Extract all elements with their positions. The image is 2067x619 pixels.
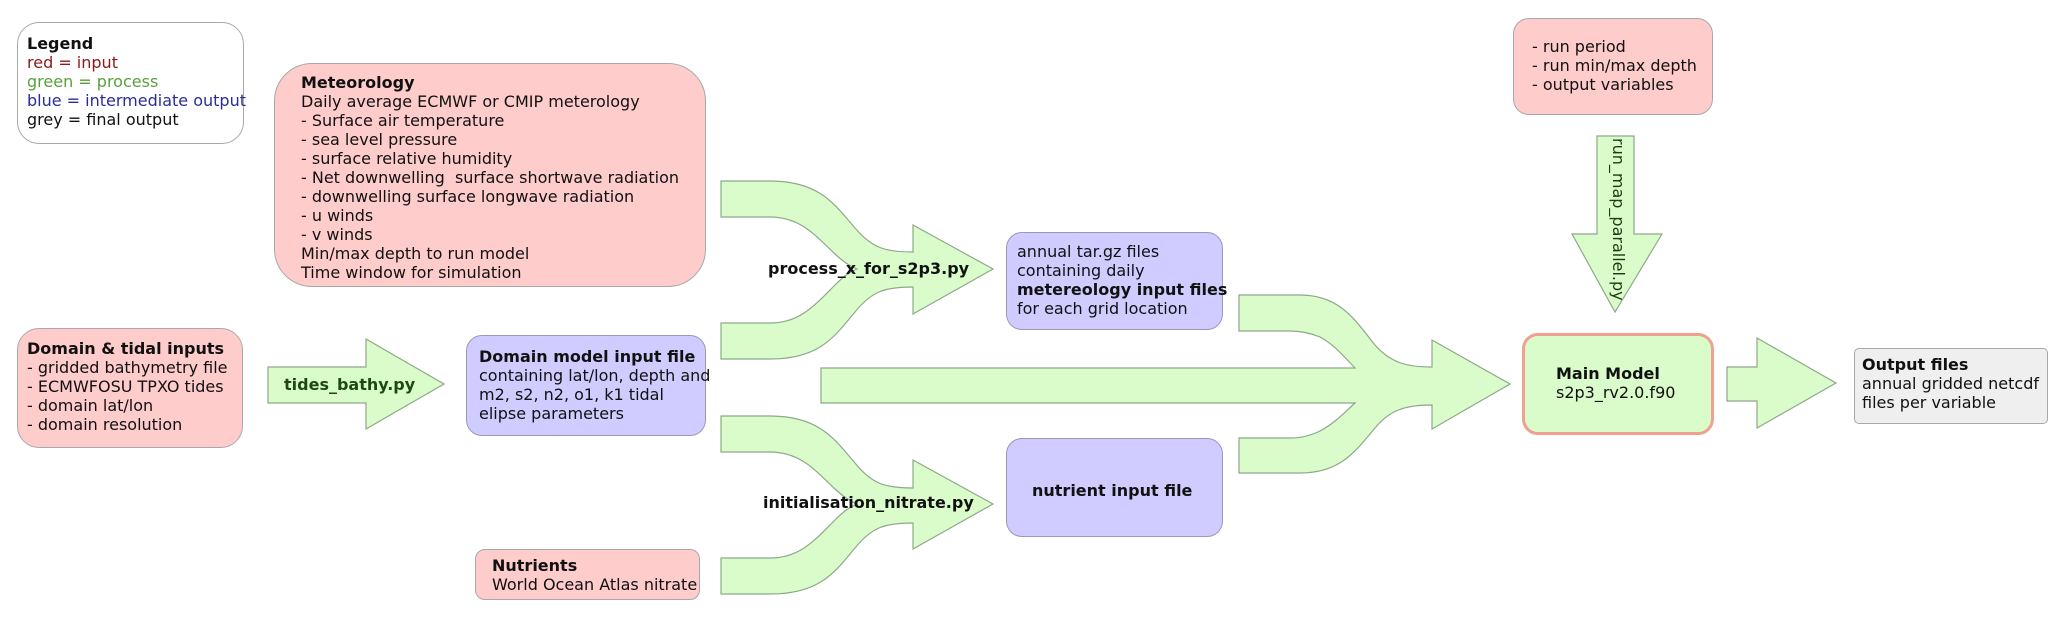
nutrient-file-title: nutrient input file <box>1032 481 1193 500</box>
output-files-line: files per variable <box>1862 393 1996 412</box>
domain-tidal-line: - ECMWFOSU TPXO tides <box>27 377 224 396</box>
met-files-line: containing daily <box>1017 261 1145 280</box>
met-files-line: annual tar.gz files <box>1017 242 1160 261</box>
legend-item-input: red = input <box>27 53 118 72</box>
domain-tidal-line: - domain lat/lon <box>27 396 154 415</box>
domain-model-file-line: containing lat/lon, depth and <box>479 366 711 385</box>
meteorology-line: Min/max depth to run model <box>301 244 530 263</box>
run-map-arrow <box>1570 135 1664 314</box>
met-files-bold-line: metereology input files <box>1017 280 1228 299</box>
tides-bathy-label: tides_bathy.py <box>284 375 416 394</box>
domain-tidal-title: Domain & tidal inputs <box>27 339 225 358</box>
domain-model-file-box: Domain model input file containing lat/l… <box>466 335 711 436</box>
nutrients-box: Nutrients World Ocean Atlas nitrate <box>475 549 700 600</box>
meteorology-line: - v winds <box>301 225 373 244</box>
legend-box: Legend red = input green = process blue … <box>17 22 246 144</box>
meteorology-title: Meteorology <box>301 73 415 92</box>
meteorology-line: - Surface air temperature <box>301 111 505 130</box>
run-settings-line: - output variables <box>1532 75 1674 94</box>
init-nitrate-arrow <box>720 415 995 595</box>
meteorology-line: Time window for simulation <box>301 263 522 282</box>
run-map-label: run_map_parallel.py <box>1609 138 1628 301</box>
meteorology-line: - sea level pressure <box>301 130 458 149</box>
run-settings-box: - run period - run min/max depth - outpu… <box>1513 18 1713 115</box>
nutrient-file-box: nutrient input file <box>1006 438 1223 537</box>
output-files-title: Output files <box>1862 355 1969 374</box>
output-files-box: Output files annual gridded netcdf files… <box>1854 348 2048 424</box>
domain-tidal-line: - gridded bathymetry file <box>27 358 228 377</box>
run-settings-line: - run min/max depth <box>1532 56 1697 75</box>
tides-bathy-arrow <box>267 337 446 431</box>
domain-tidal-box: Domain & tidal inputs - gridded bathymet… <box>17 328 243 448</box>
legend-item-process: green = process <box>27 72 159 91</box>
main-model-title: Main Model <box>1556 364 1660 383</box>
legend-item-final: grey = final output <box>27 110 179 129</box>
domain-model-file-title: Domain model input file <box>479 347 696 366</box>
meteorology-line: Daily average ECMWF or CMIP meterology <box>301 92 640 111</box>
met-files-line: for each grid location <box>1017 299 1188 318</box>
nutrients-line: World Ocean Atlas nitrate <box>492 575 698 594</box>
domain-tidal-line: - domain resolution <box>27 415 183 434</box>
meteorology-box: Meteorology Daily average ECMWF or CMIP … <box>274 63 706 287</box>
process-met-arrow <box>720 180 995 360</box>
domain-model-file-line: elipse parameters <box>479 404 624 423</box>
legend-item-intermediate: blue = intermediate output <box>27 91 246 110</box>
output-files-line: annual gridded netcdf <box>1862 374 2039 393</box>
output-arrow <box>1726 336 1838 430</box>
legend-title: Legend <box>27 34 94 53</box>
met-files-box: annual tar.gz files containing daily met… <box>1006 232 1228 330</box>
run-settings-line: - run period <box>1532 37 1626 56</box>
main-merge-arrow <box>820 294 1512 474</box>
process-met-label: process_x_for_s2p3.py <box>768 259 970 278</box>
meteorology-line: - downwelling surface longwave radiation <box>301 187 635 206</box>
main-model-box: Main Model s2p3_rv2.0.f90 <box>1522 333 1714 435</box>
meteorology-line: - Net downwelling surface shortwave radi… <box>301 168 679 187</box>
domain-model-file-line: m2, s2, n2, o1, k1 tidal <box>479 385 664 404</box>
nutrients-title: Nutrients <box>492 556 578 575</box>
meteorology-line: - u winds <box>301 206 374 225</box>
meteorology-line: - surface relative humidity <box>301 149 513 168</box>
main-model-subtitle: s2p3_rv2.0.f90 <box>1556 383 1676 402</box>
init-nitrate-label: initialisation_nitrate.py <box>763 493 974 512</box>
